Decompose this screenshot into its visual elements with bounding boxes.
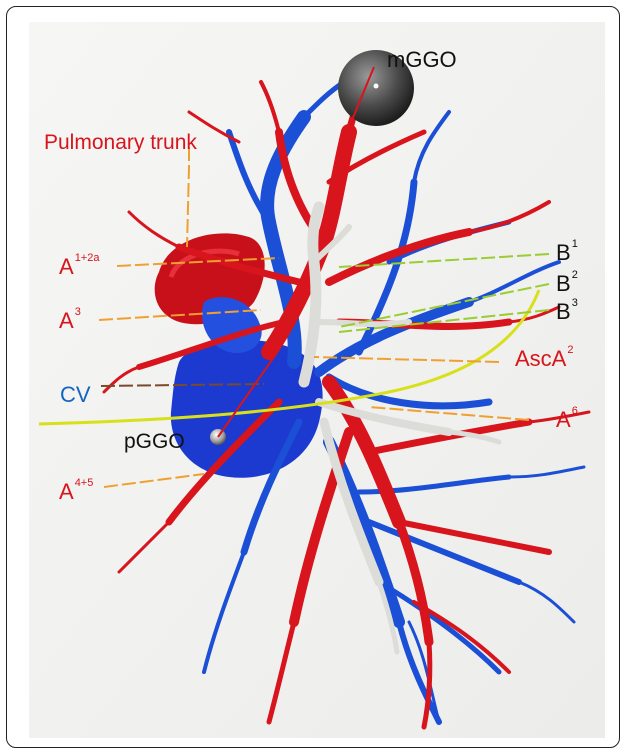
label-b1-base: B [556,240,571,265]
label-b1-superscript: 1 [572,238,578,250]
label-a45: A4+5 [59,481,93,503]
label-b3-superscript: 3 [572,297,578,309]
label-a12a-base: A [59,254,74,279]
label-mggo: mGGO [387,49,457,71]
lung-3d-reconstruction-image: mGGO Pulmonary trunk A1+2a A3 CV pGGO A4… [29,22,605,738]
mggo-sphere-highlight [374,84,379,89]
label-a12a-superscript: 1+2a [75,252,100,264]
label-a3: A3 [59,310,81,332]
label-a45-base: A [59,479,74,504]
label-pggo: pGGO [124,431,185,452]
label-asca2-base: AscA [515,346,566,371]
vessel-rendering [29,22,605,738]
label-b2-base: B [556,271,571,296]
label-a3-base: A [59,308,74,333]
label-asca2: AscA2 [515,348,573,370]
label-cv: CV [60,384,91,406]
label-b2-superscript: 2 [572,269,578,281]
label-pulmonary-trunk: Pulmonary trunk [44,132,197,153]
label-a6-superscript: 6 [572,405,578,417]
label-b3: B3 [556,301,578,323]
label-a6: A6 [556,409,578,431]
label-b3-base: B [556,299,571,324]
label-b2: B2 [556,273,578,295]
label-asca2-superscript: 2 [567,344,573,356]
label-a45-superscript: 4+5 [75,477,94,489]
label-a12a: A1+2a [59,256,99,278]
label-a3-superscript: 3 [75,306,81,318]
label-b1: B1 [556,242,578,264]
label-a6-base: A [556,407,571,432]
